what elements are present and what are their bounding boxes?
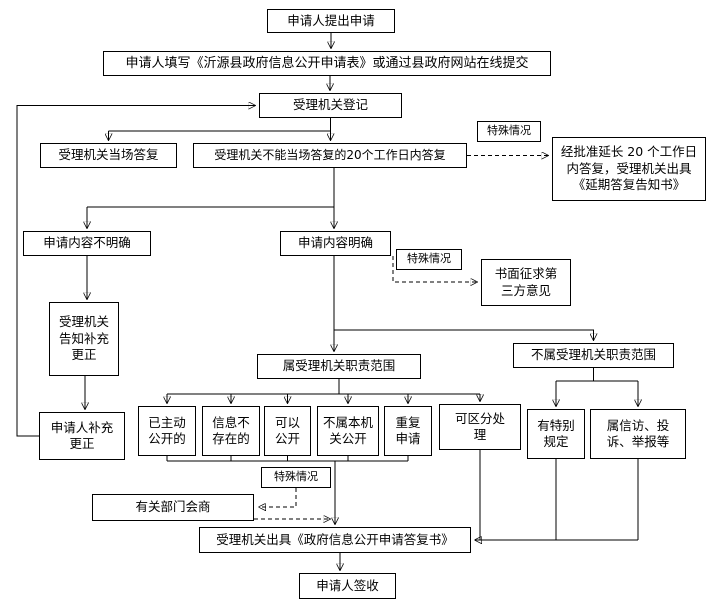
- node-content-unclear: 申请内容不明确: [23, 231, 151, 256]
- node-can-disclose: 可以公开: [264, 406, 311, 456]
- node-reply-within-20-days: 受理机关不能当场答复的20个工作日内答复: [193, 143, 467, 168]
- node-issue-reply-document: 受理机关出具《政府信息公开申请答复书》: [199, 527, 471, 553]
- node-onspot-reply: 受理机关当场答复: [40, 143, 177, 168]
- node-third-party-opinion: 书面征求第三方意见: [481, 259, 571, 306]
- node-special-rules: 有特别规定: [527, 409, 585, 459]
- node-info-not-exist: 信息不存在的: [202, 406, 260, 456]
- node-fill-form: 申请人填写《沂源县政府信息公开申请表》或通过县政府网站在线提交: [103, 51, 551, 76]
- node-separable-handling: 可区分处理: [439, 404, 521, 450]
- node-already-public: 已主动公开的: [138, 406, 196, 456]
- label-special-case-3: 特殊情况: [261, 467, 331, 488]
- node-within-scope: 属受理机关职责范围: [257, 354, 421, 379]
- node-content-clear: 申请内容明确: [280, 231, 391, 256]
- node-outside-scope: 不属受理机关职责范围: [513, 343, 674, 368]
- node-department-consultation: 有关部门会商: [92, 494, 254, 521]
- node-notify-supplement: 受理机关告知补充更正: [49, 302, 119, 376]
- node-petition-complaint: 属信访、投诉、举报等: [590, 409, 686, 459]
- label-special-case-2: 特殊情况: [396, 249, 462, 270]
- node-extended-reply: 经批准延长 20 个工作日内答复，受理机关出具《延期答复告知书》: [552, 137, 706, 201]
- node-repeat-application: 重复申请: [384, 406, 432, 456]
- node-not-this-agency: 不属本机关公开: [317, 406, 379, 456]
- node-applicant-submit: 申请人提出申请: [267, 9, 395, 33]
- node-register: 受理机关登记: [259, 93, 402, 118]
- node-applicant-supplement: 申请人补充更正: [39, 412, 125, 460]
- label-special-case-1: 特殊情况: [477, 121, 541, 142]
- node-applicant-sign: 申请人签收: [299, 573, 396, 599]
